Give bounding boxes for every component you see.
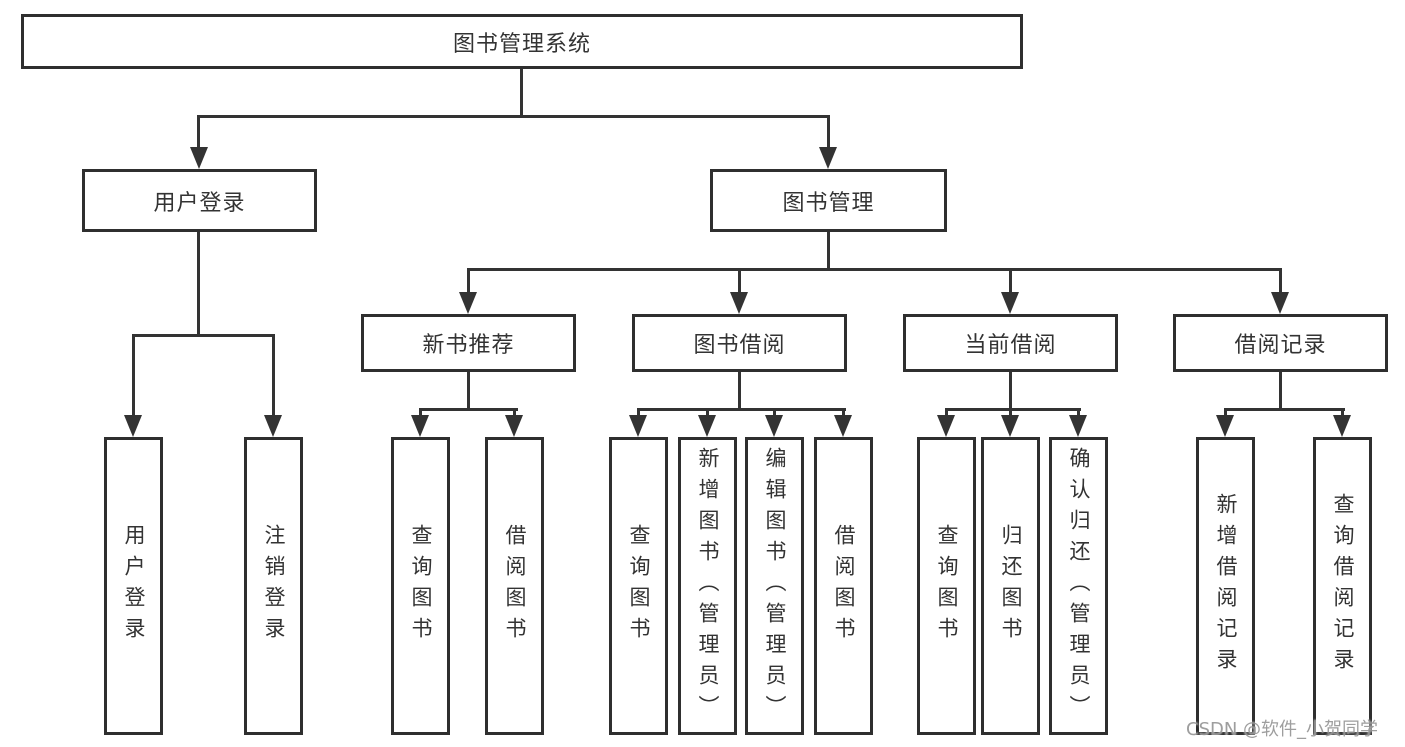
connector-vline bbox=[513, 408, 516, 415]
connector-vline bbox=[197, 232, 200, 336]
leaf-user-login: 用户登录 bbox=[104, 437, 163, 735]
arrow-down-icon bbox=[1271, 292, 1289, 314]
arrow-down-icon bbox=[1069, 415, 1087, 437]
arrow-down-icon bbox=[459, 292, 477, 314]
node-current-borrow-label: 当前借阅 bbox=[964, 333, 1057, 358]
arrow-down-icon bbox=[765, 415, 783, 437]
connector-vline bbox=[467, 268, 470, 292]
connector-vline bbox=[1341, 408, 1344, 415]
connector-hline bbox=[945, 408, 1081, 411]
connector-vline bbox=[1279, 268, 1282, 292]
leaf-bb-edit-books-admin-label: 编辑图书（管理员） bbox=[763, 446, 787, 726]
connector-vline bbox=[1009, 408, 1012, 415]
node-borrow-records-label: 借阅记录 bbox=[1234, 333, 1327, 358]
leaf-cb-return-books-label: 归还图书 bbox=[999, 524, 1023, 648]
connector-vline bbox=[419, 408, 422, 415]
arrow-down-icon bbox=[264, 415, 282, 437]
leaf-nb-query-books: 查询图书 bbox=[391, 437, 450, 735]
arrow-down-icon bbox=[698, 415, 716, 437]
leaf-cb-return-books: 归还图书 bbox=[981, 437, 1040, 735]
leaf-bb-borrow-books: 借阅图书 bbox=[814, 437, 873, 735]
leaf-cb-query-books: 查询图书 bbox=[917, 437, 976, 735]
connector-vline bbox=[945, 408, 948, 415]
connector-vline bbox=[467, 372, 470, 410]
connector-vline bbox=[1279, 372, 1282, 410]
connector-vline bbox=[827, 115, 830, 147]
leaf-bb-add-books-admin: 新增图书（管理员） bbox=[678, 437, 737, 735]
leaf-br-add-record-label: 新增借阅记录 bbox=[1214, 493, 1238, 679]
node-root: 图书管理系统 bbox=[21, 14, 1023, 69]
leaf-bb-borrow-books-label: 借阅图书 bbox=[832, 524, 856, 648]
leaf-bb-add-books-admin-label: 新增图书（管理员） bbox=[696, 446, 720, 726]
connector-vline bbox=[1009, 268, 1012, 292]
connector-hline bbox=[467, 268, 1282, 271]
connector-vline bbox=[773, 408, 776, 415]
leaf-cb-query-books-label: 查询图书 bbox=[935, 524, 959, 648]
leaf-nb-query-books-label: 查询图书 bbox=[409, 524, 433, 648]
node-user-login: 用户登录 bbox=[82, 169, 317, 232]
connector-vline bbox=[842, 408, 845, 415]
connector-vline bbox=[520, 69, 523, 117]
arrow-down-icon bbox=[505, 415, 523, 437]
csdn-watermark: CSDN @软件_小贺同学 bbox=[1186, 719, 1379, 740]
node-book-borrow-label: 图书借阅 bbox=[693, 333, 786, 358]
connector-vline bbox=[827, 232, 830, 270]
arrow-down-icon bbox=[411, 415, 429, 437]
node-book-borrow: 图书借阅 bbox=[632, 314, 847, 372]
connector-vline bbox=[1009, 372, 1012, 410]
arrow-down-icon bbox=[1001, 292, 1019, 314]
arrow-down-icon bbox=[937, 415, 955, 437]
leaf-br-query-record: 查询借阅记录 bbox=[1313, 437, 1372, 735]
leaf-nb-borrow-books: 借阅图书 bbox=[485, 437, 544, 735]
connector-hline bbox=[419, 408, 518, 411]
connector-hline bbox=[1224, 408, 1345, 411]
arrow-down-icon bbox=[1216, 415, 1234, 437]
leaf-logout: 注销登录 bbox=[244, 437, 303, 735]
node-book-management-label: 图书管理 bbox=[782, 190, 875, 216]
connector-vline bbox=[197, 115, 200, 147]
connector-vline bbox=[272, 334, 275, 415]
connector-vline bbox=[706, 408, 709, 415]
arrow-down-icon bbox=[190, 147, 208, 169]
connector-vline bbox=[637, 408, 640, 415]
connector-hline bbox=[197, 115, 830, 118]
leaf-user-login-label: 用户登录 bbox=[122, 524, 146, 648]
arrow-down-icon bbox=[819, 147, 837, 169]
leaf-bb-query-books: 查询图书 bbox=[609, 437, 668, 735]
leaf-bb-edit-books-admin: 编辑图书（管理员） bbox=[745, 437, 804, 735]
leaf-br-add-record: 新增借阅记录 bbox=[1196, 437, 1255, 735]
node-user-login-label: 用户登录 bbox=[153, 190, 246, 216]
node-root-label: 图书管理系统 bbox=[452, 31, 591, 57]
node-new-book-recommend-label: 新书推荐 bbox=[422, 333, 515, 358]
node-new-book-recommend: 新书推荐 bbox=[361, 314, 576, 372]
connector-vline bbox=[1224, 408, 1227, 415]
leaf-cb-confirm-return-admin: 确认归还（管理员） bbox=[1049, 437, 1108, 735]
connector-vline bbox=[738, 268, 741, 292]
leaf-nb-borrow-books-label: 借阅图书 bbox=[503, 524, 527, 648]
connector-vline bbox=[738, 372, 741, 410]
connector-vline bbox=[1077, 408, 1080, 415]
node-borrow-records: 借阅记录 bbox=[1173, 314, 1388, 372]
node-current-borrow: 当前借阅 bbox=[903, 314, 1118, 372]
arrow-down-icon bbox=[1001, 415, 1019, 437]
connector-hline bbox=[132, 334, 275, 337]
arrow-down-icon bbox=[730, 292, 748, 314]
leaf-bb-query-books-label: 查询图书 bbox=[627, 524, 651, 648]
arrow-down-icon bbox=[124, 415, 142, 437]
node-book-management: 图书管理 bbox=[710, 169, 947, 232]
arrow-down-icon bbox=[834, 415, 852, 437]
arrow-down-icon bbox=[1333, 415, 1351, 437]
connector-vline bbox=[132, 334, 135, 415]
connector-hline bbox=[637, 408, 846, 411]
leaf-br-query-record-label: 查询借阅记录 bbox=[1331, 493, 1355, 679]
arrow-down-icon bbox=[629, 415, 647, 437]
leaf-cb-confirm-return-admin-label: 确认归还（管理员） bbox=[1067, 446, 1091, 726]
leaf-logout-label: 注销登录 bbox=[262, 524, 286, 648]
